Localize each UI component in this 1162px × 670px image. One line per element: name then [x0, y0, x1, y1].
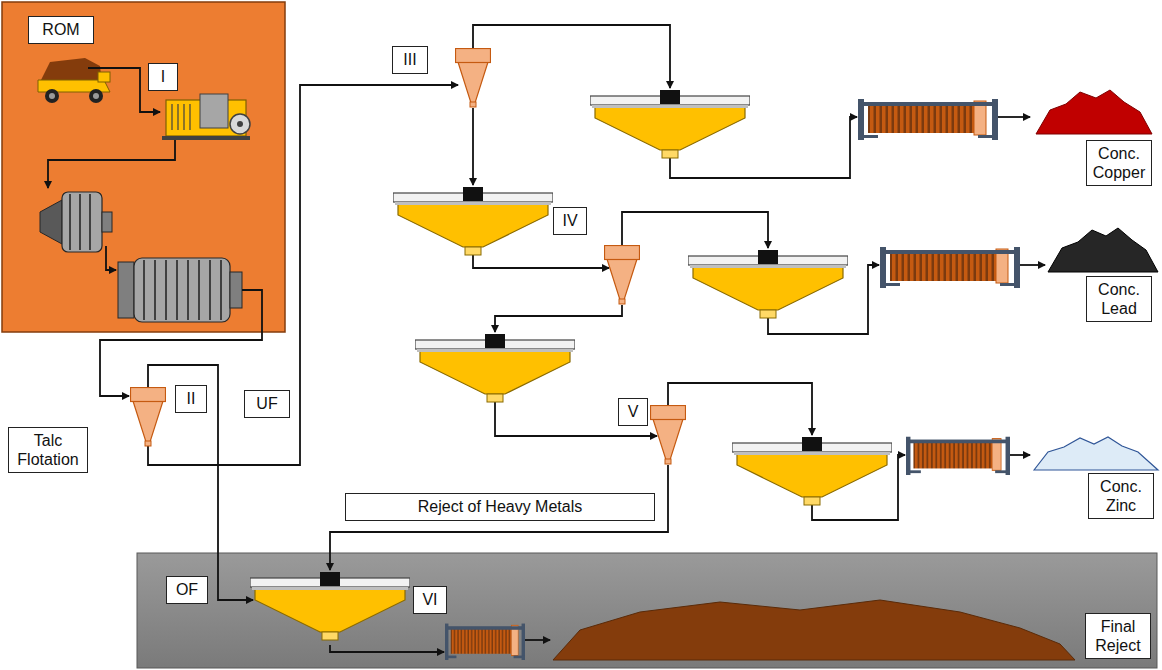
stage-number: V: [618, 398, 648, 425]
ball-mill: [118, 258, 242, 322]
node-text: Conc. Zinc: [1094, 477, 1148, 515]
label-box: ROM: [28, 16, 94, 43]
stage-number: I: [148, 63, 178, 90]
sag-mill: [40, 192, 112, 252]
node-text: Conc. Copper: [1092, 144, 1146, 182]
node-text: V: [624, 402, 642, 421]
jaw-crusher: [162, 94, 250, 140]
node-text: OF: [172, 580, 202, 599]
thickener: [590, 90, 750, 158]
thickener: [688, 250, 848, 318]
reject-pile: [553, 600, 1075, 660]
stream-label: OF: [166, 576, 208, 603]
hydrocyclone: [605, 246, 640, 305]
haul-truck: [38, 58, 110, 103]
stage-number: III: [392, 46, 428, 73]
stage-number: IV: [553, 207, 587, 234]
hydrocyclone: [456, 49, 491, 108]
flow-lines: [48, 25, 1045, 652]
node-text: VI: [419, 590, 441, 609]
hydrocyclone: [651, 406, 686, 465]
node-text: UF: [250, 394, 284, 413]
zinc-pile: [1034, 437, 1158, 470]
filter-press: [880, 247, 1020, 288]
stream-label: Reject of Heavy Metals: [345, 493, 655, 520]
node-text: II: [181, 389, 201, 408]
thickener: [393, 187, 553, 255]
product-label: Conc. Zinc: [1088, 473, 1154, 519]
stream-label: UF: [244, 390, 290, 417]
node-text: Conc. Lead: [1092, 280, 1146, 318]
thickener: [732, 437, 892, 505]
node-text: III: [398, 50, 422, 69]
filter-press: [445, 624, 525, 660]
stage-number: VI: [413, 586, 447, 613]
product-label: Final Reject: [1085, 613, 1151, 659]
lead-pile: [1048, 228, 1158, 272]
node-text: IV: [559, 211, 581, 230]
process-label: Talc Flotation: [8, 427, 88, 473]
filter-press: [858, 99, 998, 140]
hydrocyclone: [131, 388, 166, 447]
copper-pile: [1036, 90, 1152, 134]
thickener: [250, 572, 410, 640]
node-text: I: [154, 67, 172, 86]
stage-number: II: [175, 385, 207, 412]
node-text: Talc Flotation: [14, 431, 82, 469]
product-label: Conc. Lead: [1086, 276, 1152, 322]
node-text: ROM: [34, 20, 88, 39]
node-text: Final Reject: [1091, 617, 1145, 655]
product-label: Conc. Copper: [1086, 140, 1152, 186]
node-text: Reject of Heavy Metals: [351, 497, 649, 516]
thickener: [415, 334, 575, 402]
filter-press: [906, 437, 1010, 475]
